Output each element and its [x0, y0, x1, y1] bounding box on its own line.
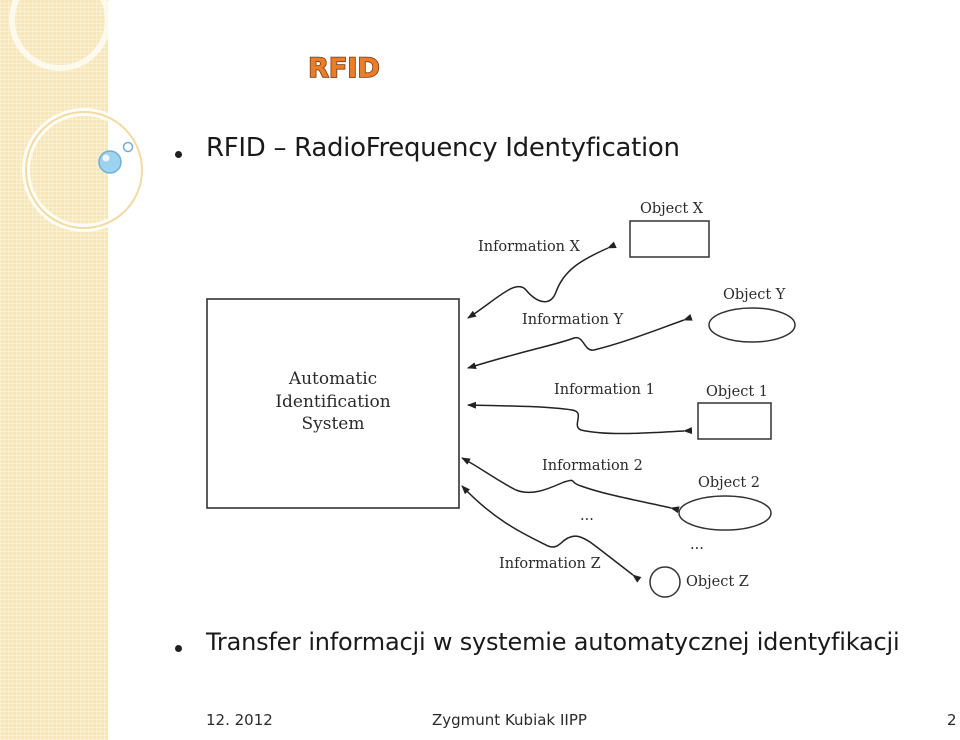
object-2-label: Object 2 — [698, 475, 760, 491]
arrow-information-z — [461, 485, 642, 583]
information-2-label: Information 2 — [542, 458, 643, 474]
small-bubble-icon — [122, 141, 134, 153]
object-1-shape — [697, 402, 772, 440]
object-y-shape — [708, 307, 796, 343]
footer-author: Zygmunt Kubiak — [432, 711, 556, 729]
object-y-label: Object Y — [723, 287, 786, 303]
system-label-line3: System — [302, 414, 365, 434]
information-x-label: Information X — [478, 239, 581, 255]
bullet-text-transfer: Transfer informacji w systemie automatyc… — [206, 628, 900, 656]
information-z-label: Information Z — [499, 556, 601, 572]
slide-title: RFID — [307, 52, 380, 84]
footer-date: 12. 2012 — [206, 711, 273, 729]
object-2-shape — [678, 495, 772, 531]
information-y-label: Information Y — [522, 312, 624, 328]
object-x-label: Object X — [640, 201, 704, 217]
arrow-information-x — [467, 241, 617, 319]
footer-page-number: 2 — [947, 711, 957, 729]
system-box — [206, 298, 460, 509]
system-label-line1: Automatic — [288, 369, 377, 389]
bullet-dot — [175, 151, 182, 158]
footer-institute: IIPP — [560, 711, 587, 729]
system-label-line2: Identification — [275, 392, 390, 412]
object-z-label: Object Z — [686, 574, 749, 590]
arrow-information-y — [467, 314, 693, 369]
ellipsis-mark: ... — [690, 537, 704, 553]
ellipsis-mark: ... — [580, 508, 594, 524]
object-1-label: Object 1 — [706, 384, 768, 400]
object-x-shape — [629, 220, 710, 258]
bullet-text-rfid: RFID – RadioFrequency Identyfication — [206, 133, 680, 163]
identification-diagram: Automatic Identification System Object X… — [206, 201, 796, 598]
arrow-information-1 — [467, 401, 693, 435]
blue-bubble-icon — [98, 150, 122, 174]
decorative-rings — [9, 0, 146, 232]
bullet-dot — [175, 645, 182, 652]
object-z-shape — [649, 566, 681, 598]
information-1-label: Information 1 — [554, 382, 655, 398]
svg-text:RFID: RFID — [308, 53, 380, 84]
